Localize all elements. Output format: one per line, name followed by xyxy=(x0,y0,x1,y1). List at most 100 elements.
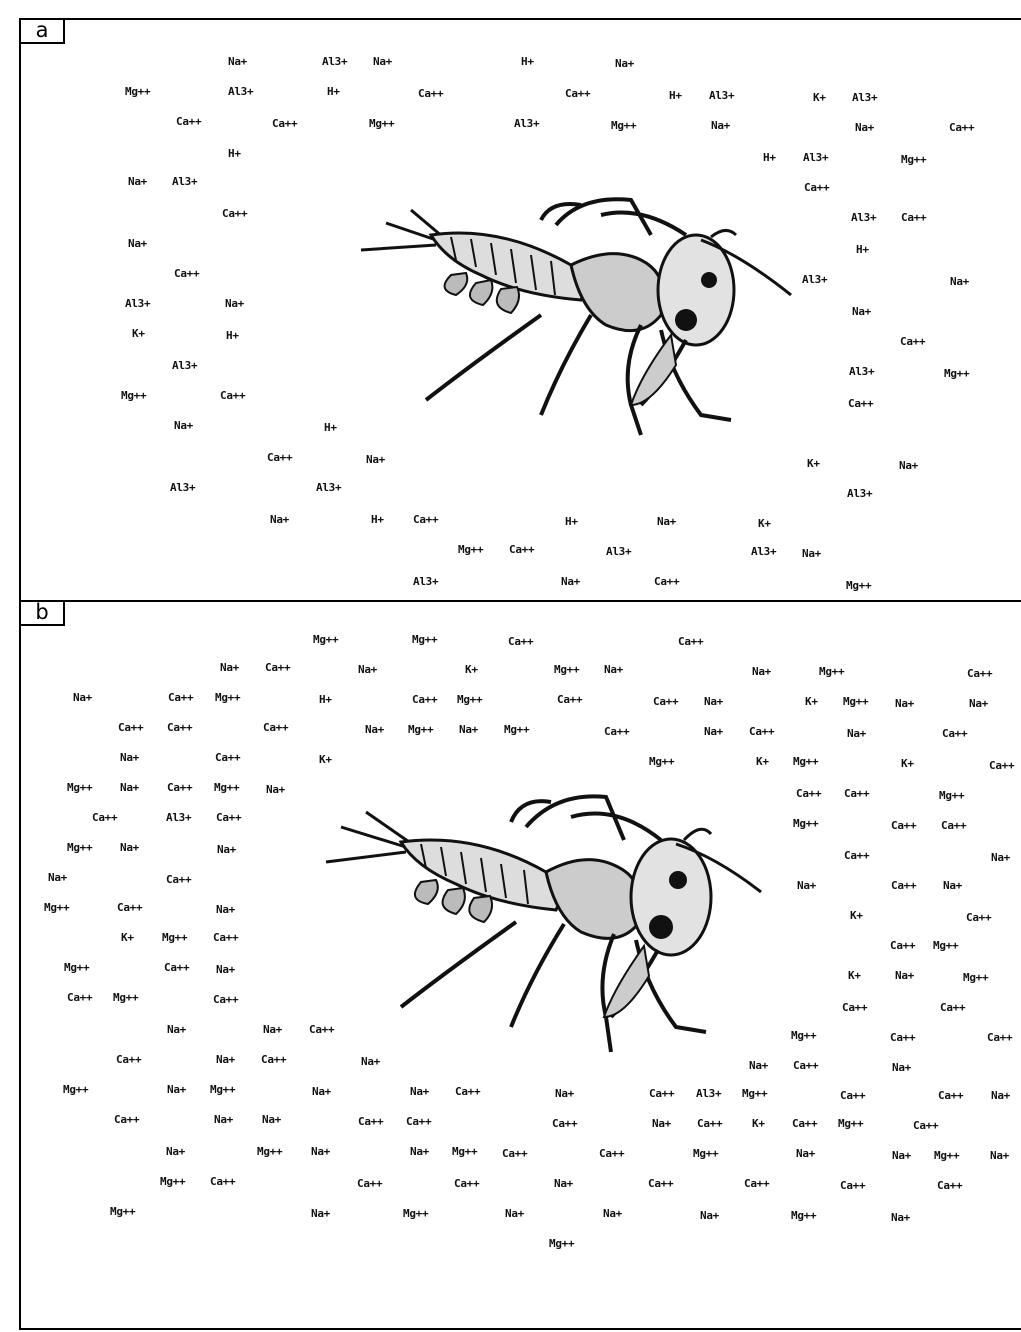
ion-label: Al3+ xyxy=(606,546,631,557)
ion-label: Mg++ xyxy=(793,756,818,767)
ion-label: Mg++ xyxy=(313,634,338,645)
ion-label: Na+ xyxy=(73,692,92,703)
ion-label: Na+ xyxy=(657,516,676,527)
panel-label-a: a xyxy=(21,20,65,44)
ion-label: Na+ xyxy=(225,298,244,309)
ion-label: Al3+ xyxy=(172,360,197,371)
ion-label: Al3+ xyxy=(514,118,539,129)
ion-label: Na+ xyxy=(365,724,384,735)
ion-label: Na+ xyxy=(270,514,289,525)
stonefly-nymph-illustration-a xyxy=(341,165,801,475)
ion-label: Ca++ xyxy=(164,962,189,973)
ion-label: Ca++ xyxy=(406,1116,431,1127)
ion-label: Ca++ xyxy=(176,116,201,127)
ion-label: Ca++ xyxy=(92,812,117,823)
ion-label: K+ xyxy=(805,696,818,707)
ion-label: Al3+ xyxy=(696,1088,721,1099)
ion-label: Mg++ xyxy=(67,782,92,793)
ion-label: K+ xyxy=(132,328,145,339)
ion-label: Al3+ xyxy=(847,488,872,499)
ion-label: Ca++ xyxy=(412,694,437,705)
ion-label: Ca++ xyxy=(940,1002,965,1013)
ion-label: Na+ xyxy=(505,1208,524,1219)
ion-label: Na+ xyxy=(220,662,239,673)
ion-label: Ca++ xyxy=(263,722,288,733)
ion-label: Mg++ xyxy=(63,1084,88,1095)
ion-label: Ca++ xyxy=(844,850,869,861)
ion-label: Ca++ xyxy=(116,1054,141,1065)
ion-label: Na+ xyxy=(166,1146,185,1157)
ion-label: Mg++ xyxy=(693,1148,718,1159)
ion-label: Na+ xyxy=(990,1150,1009,1161)
ion-label: K+ xyxy=(758,518,771,529)
ion-label: Na+ xyxy=(459,724,478,735)
ion-label: Mg++ xyxy=(215,692,240,703)
ion-label: Mg++ xyxy=(125,86,150,97)
ion-label: Na+ xyxy=(410,1086,429,1097)
ion-label: Ca++ xyxy=(901,212,926,223)
ion-label: Na+ xyxy=(266,784,285,795)
ion-label: Na+ xyxy=(704,696,723,707)
ion-label: Na+ xyxy=(120,752,139,763)
ion-label: H+ xyxy=(226,330,239,341)
ion-label: Ca++ xyxy=(222,208,247,219)
ion-label: Na+ xyxy=(554,1178,573,1189)
ion-label: Mg++ xyxy=(611,120,636,131)
ion-label: Mg++ xyxy=(554,664,579,675)
ion-label: Na+ xyxy=(950,276,969,287)
ion-label: H+ xyxy=(324,422,337,433)
ion-label: Ca++ xyxy=(261,1054,286,1065)
ion-label: Mg++ xyxy=(67,842,92,853)
ion-label: Al3+ xyxy=(709,90,734,101)
ion-label: K+ xyxy=(121,932,134,943)
ion-label: Ca++ xyxy=(648,1178,673,1189)
ion-label: Ca++ xyxy=(654,576,679,587)
ion-label: Mg++ xyxy=(791,1210,816,1221)
ion-label: Na+ xyxy=(752,666,771,677)
ion-label: Na+ xyxy=(167,1084,186,1095)
ion-label: Ca++ xyxy=(118,722,143,733)
ion-label: K+ xyxy=(850,910,863,921)
ion-label: Mg++ xyxy=(162,932,187,943)
ion-label: Mg++ xyxy=(963,972,988,983)
ion-label: Na+ xyxy=(561,576,580,587)
ion-label: Ca++ xyxy=(649,1088,674,1099)
ion-label: Ca++ xyxy=(167,722,192,733)
ion-label: Na+ xyxy=(214,1114,233,1125)
ion-label: Ca++ xyxy=(267,452,292,463)
ion-label: Mg++ xyxy=(846,580,871,591)
ion-label: Mg++ xyxy=(934,1150,959,1161)
ion-label: Na+ xyxy=(615,58,634,69)
ion-label: Na+ xyxy=(899,460,918,471)
ion-label: Mg++ xyxy=(214,782,239,793)
ion-label: Ca++ xyxy=(942,728,967,739)
ion-label: Na+ xyxy=(216,904,235,915)
ion-label: Ca++ xyxy=(117,902,142,913)
ion-label: Ca++ xyxy=(168,692,193,703)
ion-label: Na+ xyxy=(652,1118,671,1129)
ion-label: Mg++ xyxy=(843,696,868,707)
ion-label: Mg++ xyxy=(838,1118,863,1129)
ion-label: Al3+ xyxy=(849,366,874,377)
ion-label: Mg++ xyxy=(458,544,483,555)
ion-label: Ca++ xyxy=(454,1178,479,1189)
ion-label: Ca++ xyxy=(599,1148,624,1159)
ion-label: Ca++ xyxy=(272,118,297,129)
ion-label: Na+ xyxy=(891,1212,910,1223)
ion-label: Ca++ xyxy=(840,1090,865,1101)
ion-label: Na+ xyxy=(895,698,914,709)
ion-label: Ca++ xyxy=(744,1178,769,1189)
ion-label: Ca++ xyxy=(844,788,869,799)
ion-label: Na+ xyxy=(216,964,235,975)
ion-label: Na+ xyxy=(847,728,866,739)
ion-label: Na+ xyxy=(48,872,67,883)
ion-label: Mg++ xyxy=(742,1088,767,1099)
ion-label: Mg++ xyxy=(819,666,844,677)
ion-label: Na+ xyxy=(555,1088,574,1099)
ion-label: Ca++ xyxy=(210,1176,235,1187)
ion-label: Ca++ xyxy=(793,1060,818,1071)
ion-label: Mg++ xyxy=(210,1084,235,1095)
ion-label: H+ xyxy=(521,56,534,67)
ion-label: Ca++ xyxy=(213,994,238,1005)
stonefly-nymph-illustration-b xyxy=(306,752,776,1072)
